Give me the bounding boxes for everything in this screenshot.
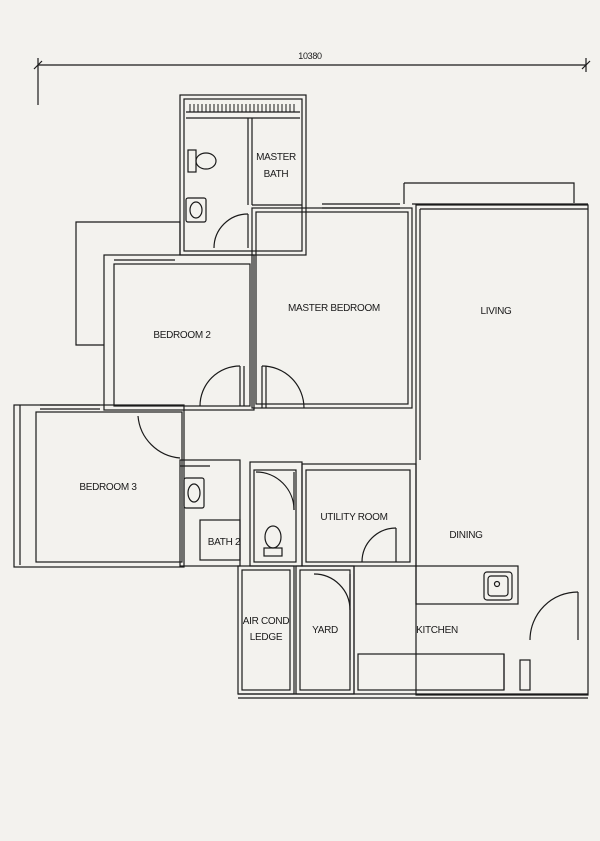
dimension-line <box>33 58 591 105</box>
bath2-label: BATH 2 <box>208 537 241 548</box>
bedroom2-walls <box>75 221 255 411</box>
master-bedroom-walls <box>251 203 413 409</box>
master-bath-label: BATH <box>264 169 289 180</box>
living-label: LIVING <box>481 306 513 317</box>
toilet-icon <box>187 149 217 173</box>
wc-door <box>255 471 295 511</box>
sink-icon <box>483 571 513 601</box>
yard-door <box>313 573 351 660</box>
master-bath-label: MASTER <box>256 152 296 163</box>
bedroom3-label: BEDROOM 3 <box>79 482 137 493</box>
kitchen-label: KITCHEN <box>416 625 458 636</box>
window-hatching <box>189 104 295 112</box>
kitchen-door <box>519 591 579 691</box>
master-bath-door <box>213 213 249 249</box>
living-walls <box>403 182 589 696</box>
yard-label: YARD <box>312 625 338 636</box>
air-cond-label: LEDGE <box>250 632 283 643</box>
air-cond-ledge-walls <box>237 565 295 695</box>
basin-icon <box>185 197 207 223</box>
master-bedroom-label: MASTER BEDROOM <box>288 303 380 314</box>
dining-label: DINING <box>449 530 483 541</box>
bedroom2-door <box>199 365 245 407</box>
bath2-walls <box>179 459 241 567</box>
bedroom3-walls <box>13 404 185 568</box>
master-bedroom-door <box>261 365 305 409</box>
air-cond-label: AIR COND <box>243 616 290 627</box>
basin-icon <box>183 477 205 509</box>
utility-door <box>361 527 397 563</box>
toilet-icon <box>263 525 283 557</box>
bedroom2-label: BEDROOM 2 <box>153 330 211 341</box>
utility-room-walls <box>301 463 417 567</box>
kitchen-walls <box>238 565 588 699</box>
overall-dimension: 10380 <box>298 51 322 61</box>
utility-room-label: UTILITY ROOM <box>320 512 387 523</box>
bedroom3-door <box>137 415 181 459</box>
